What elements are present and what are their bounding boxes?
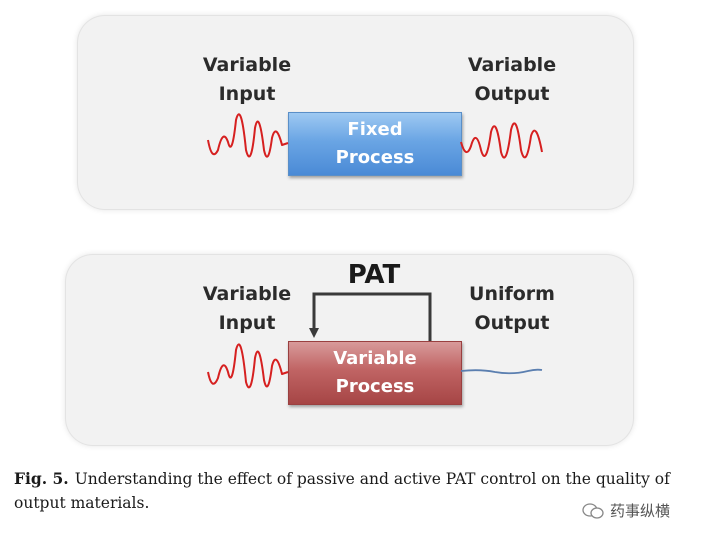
variable-process-line1: Variable: [333, 348, 417, 369]
figure-label: Fig. 5.: [14, 469, 69, 488]
figure-caption-text: Understanding the effect of passive and …: [14, 470, 670, 512]
top-output-label: Variable Output: [465, 51, 559, 109]
fixed-process-line2: Process: [335, 147, 415, 168]
bottom-input-label-line1: Variable: [202, 283, 292, 305]
watermark-text: 药事纵横: [610, 502, 671, 520]
chat-bubble-icon: [582, 502, 604, 519]
watermark: 药事纵横: [582, 500, 670, 521]
pat-feedback-label: PAT: [347, 260, 401, 290]
top-input-label: Variable Input: [200, 51, 294, 109]
fixed-process-line1: Fixed: [347, 119, 403, 140]
bottom-output-label-line2: Output: [474, 312, 550, 334]
fixed-process-box: Fixed Process: [288, 112, 462, 176]
bottom-output-label: Uniform Output: [465, 280, 559, 338]
top-output-label-line1: Variable: [467, 54, 557, 76]
bottom-input-label: Variable Input: [200, 280, 294, 338]
top-input-label-line2: Input: [218, 83, 276, 105]
bottom-input-label-line2: Input: [218, 312, 276, 334]
top-input-label-line1: Variable: [202, 54, 292, 76]
top-output-label-line2: Output: [474, 83, 550, 105]
variable-process-box: Variable Process: [288, 341, 462, 405]
figure-caption: Fig. 5.Understanding the effect of passi…: [14, 467, 694, 515]
bottom-output-label-line1: Uniform: [469, 283, 555, 305]
variable-process-line2: Process: [335, 376, 415, 397]
